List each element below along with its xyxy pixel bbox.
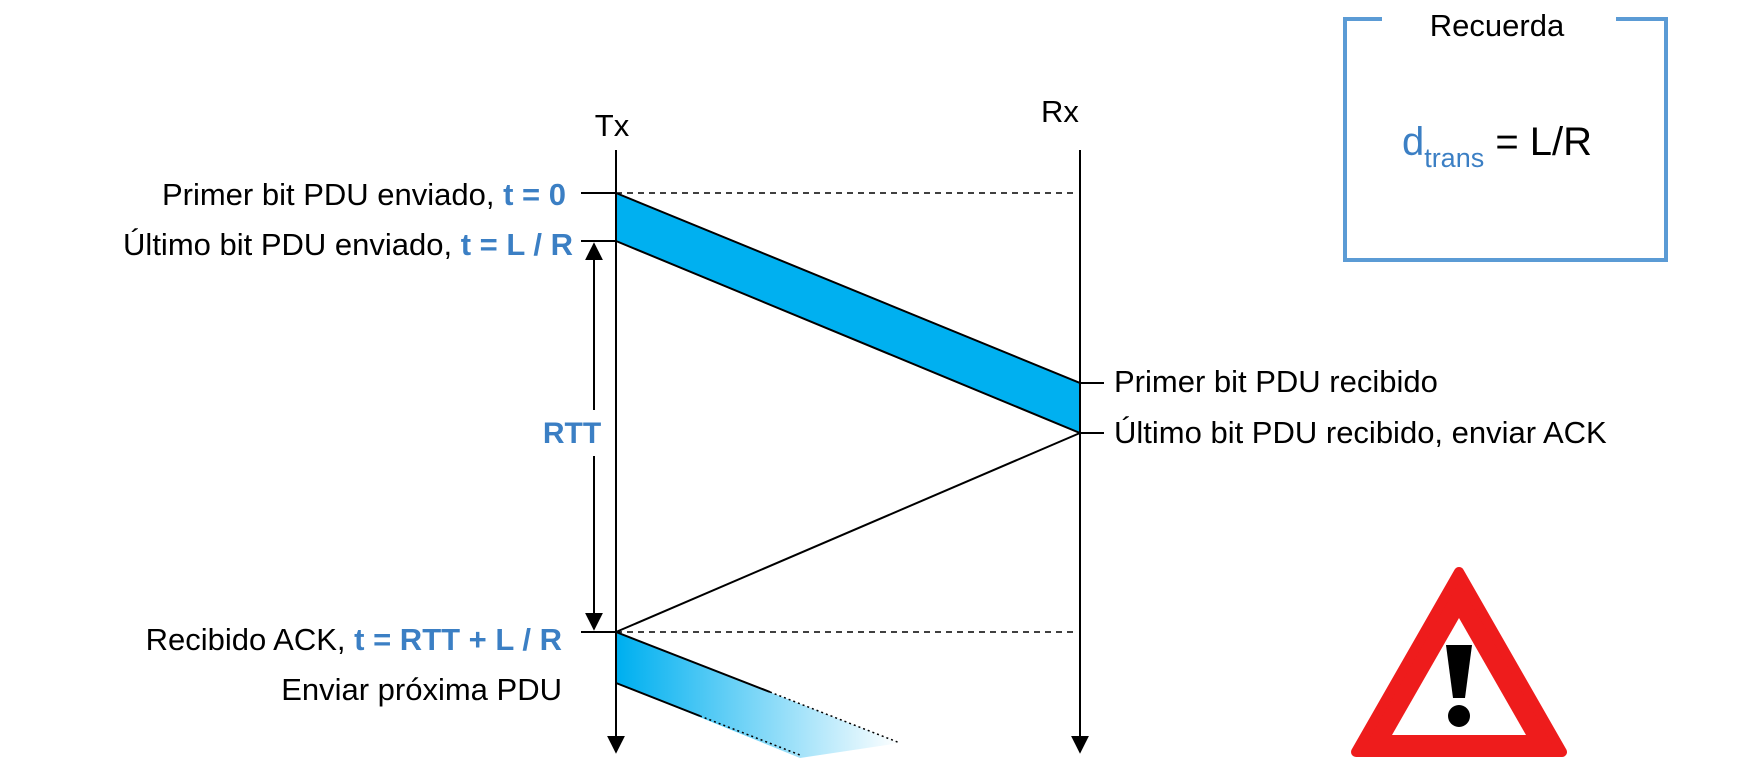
next-pdu-transmission-band (616, 632, 900, 758)
rtt-label: RTT (543, 417, 601, 450)
ack-received-time: t = RTT + L / R (354, 622, 562, 657)
next-pdu-top-edge (615, 631, 771, 693)
formula-rest: = L/R (1484, 120, 1592, 164)
rx-label: Rx (1041, 94, 1079, 129)
first-bit-sent-time: t = 0 (503, 177, 566, 212)
last-bit-sent-label: Último bit PDU enviado, t = L / R (123, 227, 573, 262)
first-bit-received-label: Primer bit PDU recibido (1114, 364, 1438, 399)
tx-label: Tx (595, 108, 630, 143)
last-bit-received-label: Último bit PDU recibido, enviar ACK (1114, 415, 1607, 450)
reminder-box-border (1343, 17, 1668, 262)
rtt-label-bg (536, 410, 608, 456)
ack-line (615, 432, 1081, 633)
ack-received-text: Recibido ACK, (146, 622, 355, 657)
reminder-title: Recuerda (1430, 8, 1565, 43)
ack-received-label: Recibido ACK, t = RTT + L / R (146, 622, 562, 657)
formula-subscript: trans (1424, 143, 1484, 173)
first-bit-sent-label: Primer bit PDU enviado, t = 0 (162, 177, 566, 212)
first-bit-sent-text: Primer bit PDU enviado, (162, 177, 503, 212)
pdu-transmission-band (615, 191, 1081, 435)
next-pdu-top-edge-dotted (769, 691, 901, 744)
last-bit-sent-text: Último bit PDU enviado, (123, 227, 461, 262)
reminder-box: Recuerda dtrans = L/R (1343, 8, 1668, 262)
warning-triangle-icon (1351, 567, 1567, 757)
send-next-label: Enviar próxima PDU (281, 672, 562, 707)
next-pdu-bottom-edge (615, 682, 701, 717)
reminder-formula: dtrans = L/R (1402, 120, 1592, 173)
formula-d: d (1402, 120, 1424, 164)
last-bit-sent-time: t = L / R (461, 227, 573, 262)
